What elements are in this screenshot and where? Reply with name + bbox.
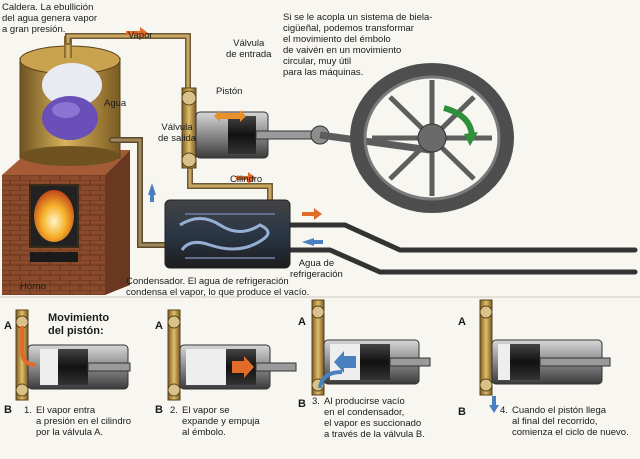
step-1-number: 1. bbox=[24, 405, 32, 416]
flywheel bbox=[350, 63, 514, 213]
cylinder-label: Cilindro bbox=[230, 174, 263, 185]
valve-a-label-4: A bbox=[458, 316, 466, 328]
cooling-water-label: Agua de refrigeración bbox=[290, 258, 343, 280]
furnace-label: Horno bbox=[20, 281, 46, 292]
step-1-text: El vapor entra a presión en el cilindro … bbox=[36, 405, 132, 438]
crank-note-label: Si se le acopla un sistema de biela- cig… bbox=[283, 12, 433, 78]
step-2-number: 2. bbox=[170, 405, 178, 416]
step-3-text: Al producirse vacío en el condensador, e… bbox=[324, 396, 425, 440]
valve-b-label-2: B bbox=[155, 404, 163, 416]
step-4-number: 4. bbox=[500, 405, 508, 416]
valve-b-label-4: B bbox=[458, 406, 466, 418]
top-cylinder-assembly bbox=[181, 87, 431, 169]
furnace bbox=[2, 150, 130, 295]
step-4-text: Cuando el pistón llega al final del reco… bbox=[512, 405, 629, 438]
piston-label: Pistón bbox=[216, 86, 243, 97]
valve-a-label-1: A bbox=[4, 320, 12, 332]
piston-step-3 bbox=[311, 299, 431, 396]
outlet-valve-label: Válvula de salida bbox=[158, 122, 197, 144]
step-3-number: 3. bbox=[312, 396, 320, 407]
condenser-label: Condensador. El agua de refrigeración co… bbox=[126, 276, 310, 298]
steam-pipes bbox=[65, 33, 638, 275]
valve-b-label-1: B bbox=[4, 404, 12, 416]
condenser bbox=[164, 199, 291, 269]
flow-arrows bbox=[126, 27, 323, 246]
piston-step-2 bbox=[167, 309, 297, 401]
valve-b-label-3: B bbox=[298, 398, 306, 410]
valve-a-label-2: A bbox=[155, 320, 163, 332]
boiler-label: Caldera. La ebullición del agua genera v… bbox=[2, 2, 98, 35]
piston-movement-title: Movimiento del pistón: bbox=[48, 312, 110, 337]
steam-label: Vapor bbox=[128, 30, 153, 41]
piston-step-4 bbox=[479, 299, 611, 413]
valve-a-label-3: A bbox=[298, 316, 306, 328]
step-2-text: El vapor se expande y empuja al émbolo. bbox=[182, 405, 260, 438]
water-label: Agua bbox=[104, 98, 127, 109]
inlet-valve-label: Válvula de entrada bbox=[226, 38, 272, 60]
boiler bbox=[19, 36, 121, 166]
piston-step-1 bbox=[15, 309, 131, 401]
